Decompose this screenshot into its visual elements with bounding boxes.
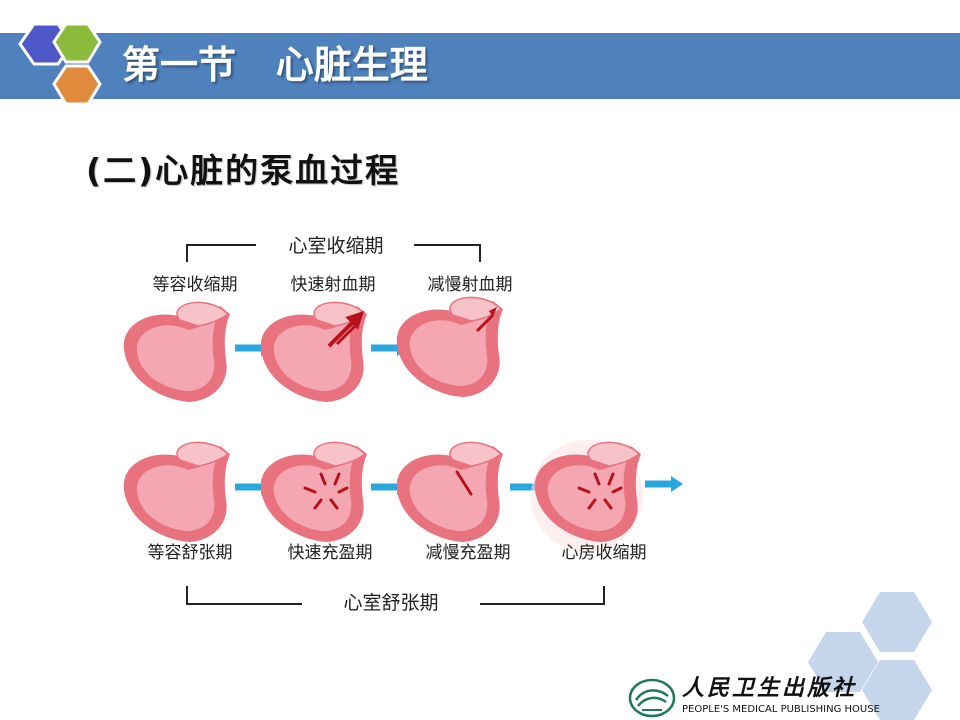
phase-label-isovolumic-contraction: 等容收缩期	[152, 275, 238, 295]
diastole-bracket	[186, 586, 605, 605]
hexagon-logo-icon	[18, 22, 102, 106]
blood-arrow	[475, 307, 497, 333]
hexagon-orange	[52, 64, 102, 106]
blood-arrows-inflow	[303, 472, 349, 510]
systole-group-label: 心室收缩期	[288, 235, 384, 257]
phase-label-isovolumic-relaxation: 等容舒张期	[147, 543, 233, 563]
heart-rapid-ejection	[259, 301, 368, 403]
title-bar	[0, 33, 960, 99]
heart-isovolumic-relaxation	[122, 441, 231, 543]
systole-bracket	[186, 244, 481, 262]
decorative-hexagons	[808, 592, 932, 720]
heart-isovolumic-contraction	[122, 301, 231, 403]
heart-reduced-ejection	[395, 296, 504, 398]
phase-label-reduced-filling: 减慢充盈期	[425, 543, 511, 563]
section-subtitle: (二)心脏的泵血过程	[86, 151, 401, 190]
diastole-group-label: 心室舒张期	[343, 592, 439, 614]
phase-label-rapid-ejection: 快速射血期	[290, 275, 376, 295]
blood-arrow-inflow	[455, 470, 473, 496]
blood-arrows-inflow	[577, 472, 623, 510]
slide-title: 第一节 心脏生理	[122, 43, 428, 87]
heart-reduced-filling	[395, 441, 504, 543]
flow-arrow	[645, 476, 683, 492]
phase-label-rapid-filling: 快速充盈期	[287, 543, 373, 563]
hexagon-green	[52, 22, 102, 64]
heart-rapid-filling	[259, 441, 368, 543]
phase-label-reduced-ejection: 减慢射血期	[427, 275, 513, 295]
publisher-name-en: PEOPLE'S MEDICAL PUBLISHING HOUSE	[682, 704, 880, 715]
heart-atrial-systole	[531, 440, 643, 552]
publisher-emblem-icon	[628, 678, 676, 718]
publisher-name-cn: 人民卫生出版社	[682, 676, 858, 701]
phase-label-atrial-systole: 心房收缩期	[561, 543, 647, 563]
blood-arrow	[327, 310, 365, 348]
